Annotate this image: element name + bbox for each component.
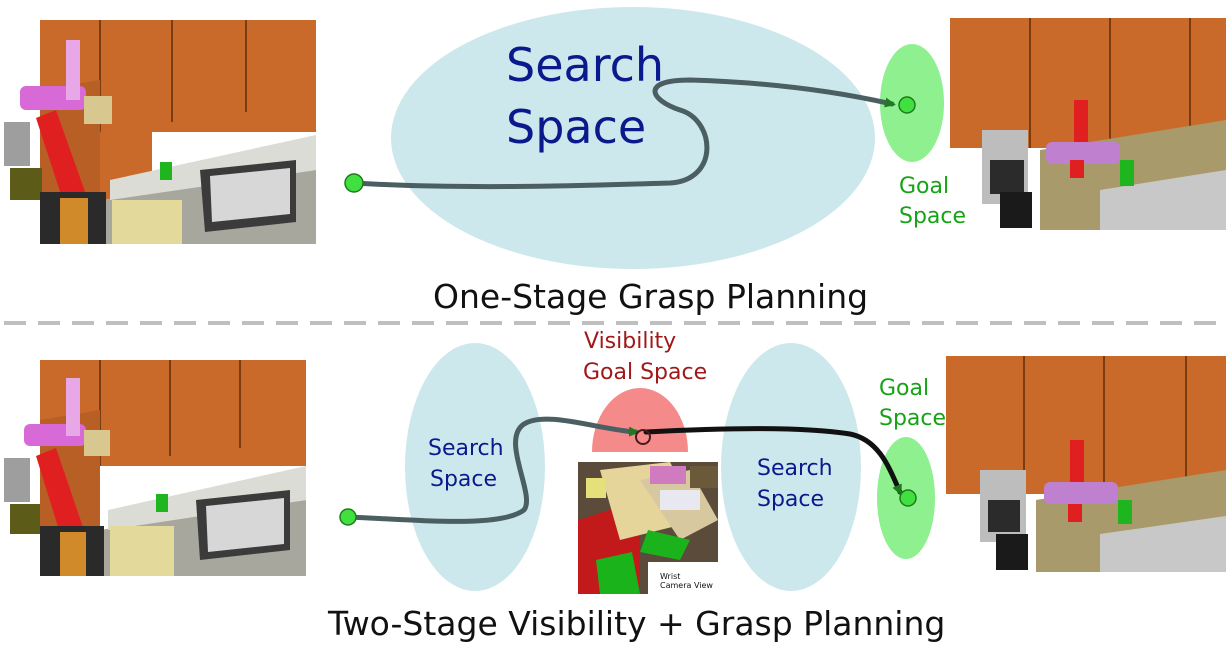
title-one-stage: One-Stage Grasp Planning <box>433 277 869 316</box>
goal-space-label-top-line2: Space <box>899 204 967 229</box>
search-space-label-bottom-left-line1: Search <box>428 436 504 461</box>
start-node-bottom <box>339 508 357 526</box>
visibility-goal-space-region <box>592 388 688 452</box>
goal-space-label-top-line1: Goal <box>899 174 950 199</box>
wrist-camera-view-inset <box>578 462 718 594</box>
search-space-region-bottom-left <box>405 343 545 591</box>
wrist-camera-label-line1: Wrist <box>660 572 681 581</box>
goal-node-bottom <box>899 489 917 507</box>
search-space-label-bottom-right-line1: Search <box>757 456 833 481</box>
wrist-camera-view-label: Wrist Camera View <box>660 572 713 590</box>
title-two-stage: Two-Stage Visibility + Grasp Planning <box>328 604 946 643</box>
search-space-label-bottom-left-line2: Space <box>430 467 498 492</box>
goal-kitchen-scene-top <box>950 18 1226 230</box>
visibility-goal-label-line2: Goal Space <box>583 360 708 385</box>
search-space-label-top: Search <box>506 38 665 92</box>
start-kitchen-scene-top <box>0 20 316 244</box>
visibility-goal-label-line1: Visibility <box>584 329 677 354</box>
goal-kitchen-scene-bottom <box>946 356 1226 572</box>
search-space-region-top <box>391 7 875 269</box>
start-node-top <box>344 173 364 193</box>
trajectory-bottom <box>345 416 640 524</box>
search-space-label-bottom-right-line2: Space <box>757 487 825 512</box>
trajectory-bottom-stage2 <box>643 426 903 496</box>
goal-node-top <box>898 96 916 114</box>
search-space-label-top-line2: Space <box>506 100 647 154</box>
trajectory-top <box>351 77 896 190</box>
wrist-camera-label-line2: Camera View <box>660 581 713 591</box>
visibility-node <box>635 429 651 445</box>
goal-space-label-bottom-line2: Space <box>879 406 947 431</box>
search-space-region-bottom-right <box>721 343 861 591</box>
goal-space-label-bottom-line1: Goal <box>879 376 930 401</box>
start-kitchen-scene-bottom <box>0 360 306 576</box>
